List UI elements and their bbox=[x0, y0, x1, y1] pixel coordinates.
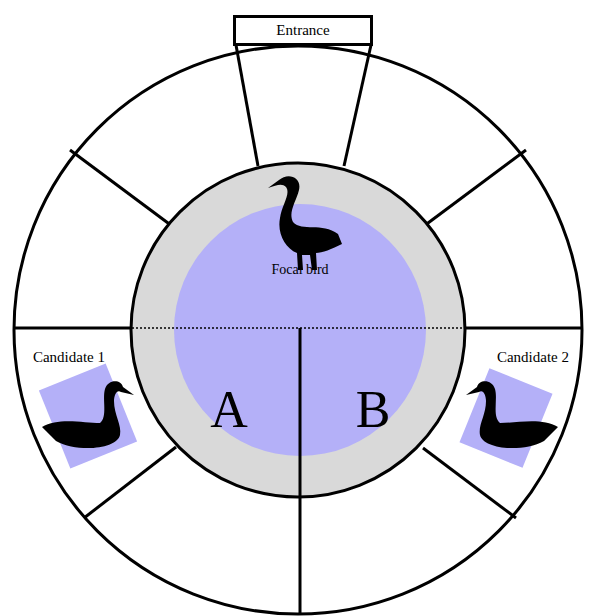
central-area bbox=[131, 163, 465, 497]
dotted-divider bbox=[132, 327, 464, 329]
swan-silhouette bbox=[466, 381, 558, 448]
sector-dividers bbox=[14, 45, 582, 614]
figure-label: Candidate 2 bbox=[497, 349, 569, 366]
outer-ring bbox=[14, 46, 582, 614]
entrance-box: Entrance bbox=[233, 15, 373, 46]
swan-silhouette bbox=[268, 176, 342, 270]
zone-letter: B bbox=[356, 381, 391, 438]
swan-silhouette bbox=[42, 381, 134, 448]
figure-label: Focal bird bbox=[271, 262, 328, 277]
zone-letter: A bbox=[210, 381, 248, 438]
candidate-pad bbox=[39, 364, 137, 469]
box-label: Entrance bbox=[276, 22, 329, 39]
candidate-pad bbox=[459, 368, 552, 468]
figure-label: Candidate 1 bbox=[33, 349, 105, 366]
choice-divider bbox=[299, 328, 302, 498]
